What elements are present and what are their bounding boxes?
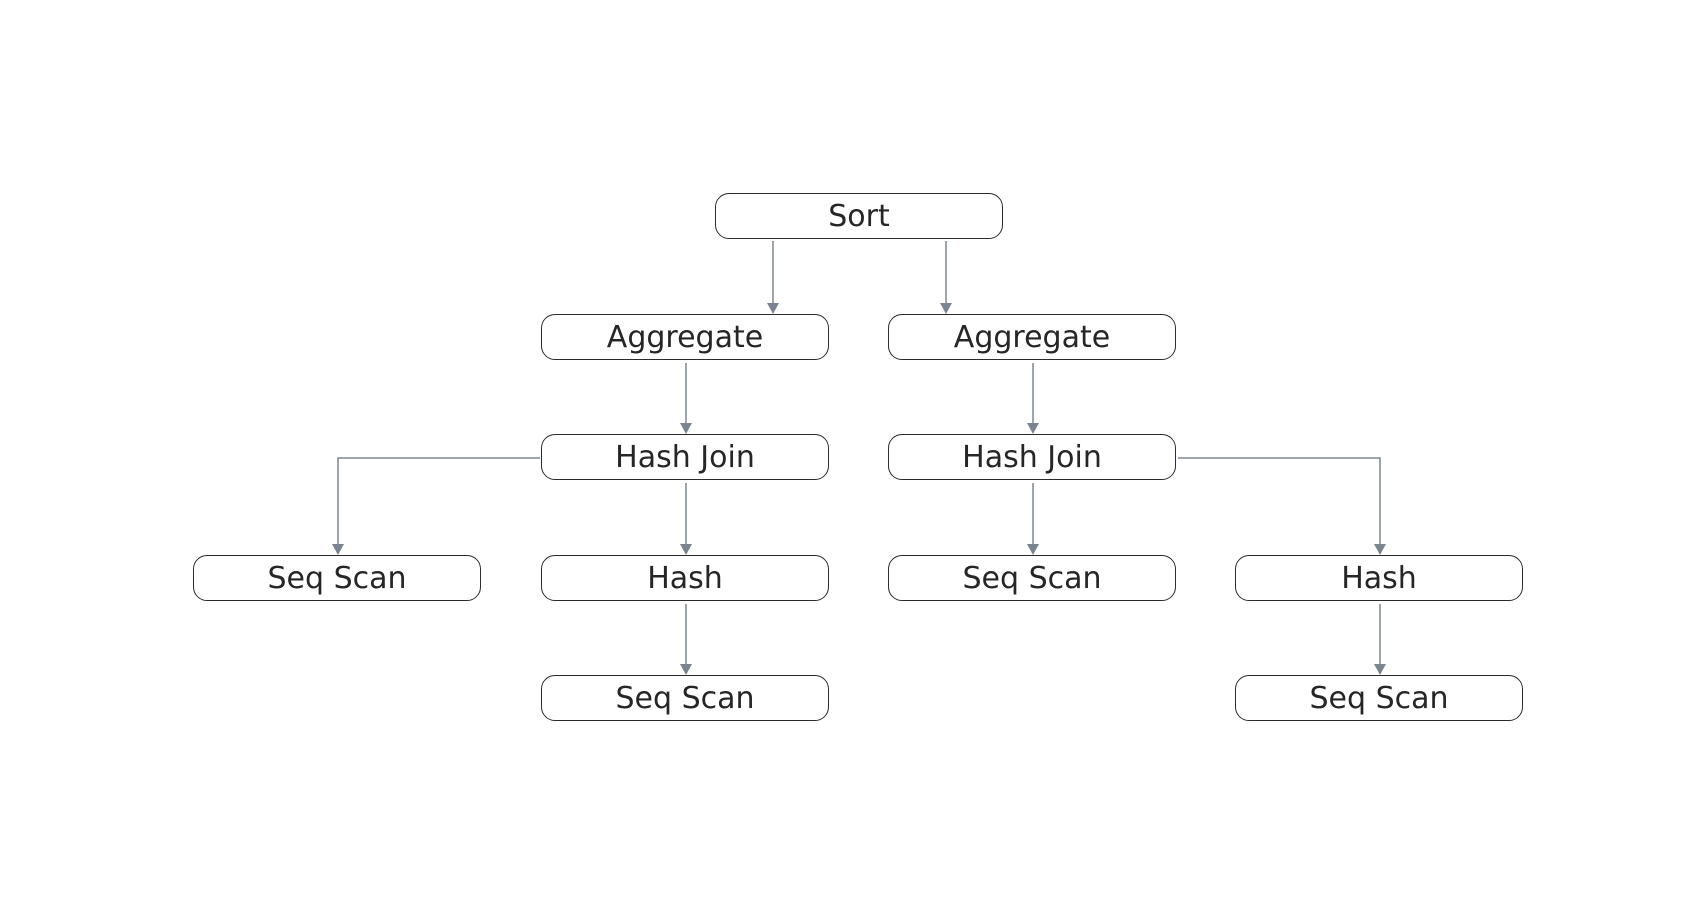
node-sort: Sort: [715, 193, 1003, 239]
node-aggregate-left: Aggregate: [541, 314, 829, 360]
node-label: Hash: [647, 560, 723, 596]
node-seq-scan-4: Seq Scan: [1235, 675, 1523, 721]
node-label: Hash Join: [962, 439, 1102, 475]
node-label: Seq Scan: [962, 560, 1102, 596]
node-seq-scan-1: Seq Scan: [193, 555, 481, 601]
node-seq-scan-3: Seq Scan: [541, 675, 829, 721]
node-label: Seq Scan: [1309, 680, 1449, 716]
node-label: Aggregate: [606, 319, 764, 355]
arrowhead-icon: [940, 303, 952, 314]
node-seq-scan-2: Seq Scan: [888, 555, 1176, 601]
node-label: Hash: [1341, 560, 1417, 596]
node-label: Seq Scan: [267, 560, 407, 596]
arrowhead-icon: [767, 303, 779, 314]
node-label: Hash Join: [615, 439, 755, 475]
arrowhead-icon: [332, 544, 344, 555]
node-hash-join-right: Hash Join: [888, 434, 1176, 480]
node-aggregate-right: Aggregate: [888, 314, 1176, 360]
arrowhead-icon: [1374, 544, 1386, 555]
arrowhead-icon: [1027, 544, 1039, 555]
node-label: Seq Scan: [615, 680, 755, 716]
arrowhead-icon: [1374, 664, 1386, 675]
arrowhead-icon: [680, 423, 692, 434]
node-hash-right: Hash: [1235, 555, 1523, 601]
node-label: Aggregate: [953, 319, 1111, 355]
edge-hash-join-right-to-hash-right: [1178, 457, 1381, 544]
arrowhead-icon: [1027, 423, 1039, 434]
node-hash-join-left: Hash Join: [541, 434, 829, 480]
arrowhead-icon: [680, 544, 692, 555]
edge-hash-join-left-to-seq-scan-1: [337, 457, 540, 544]
node-label: Sort: [828, 198, 890, 234]
arrowhead-icon: [680, 664, 692, 675]
node-hash-left: Hash: [541, 555, 829, 601]
